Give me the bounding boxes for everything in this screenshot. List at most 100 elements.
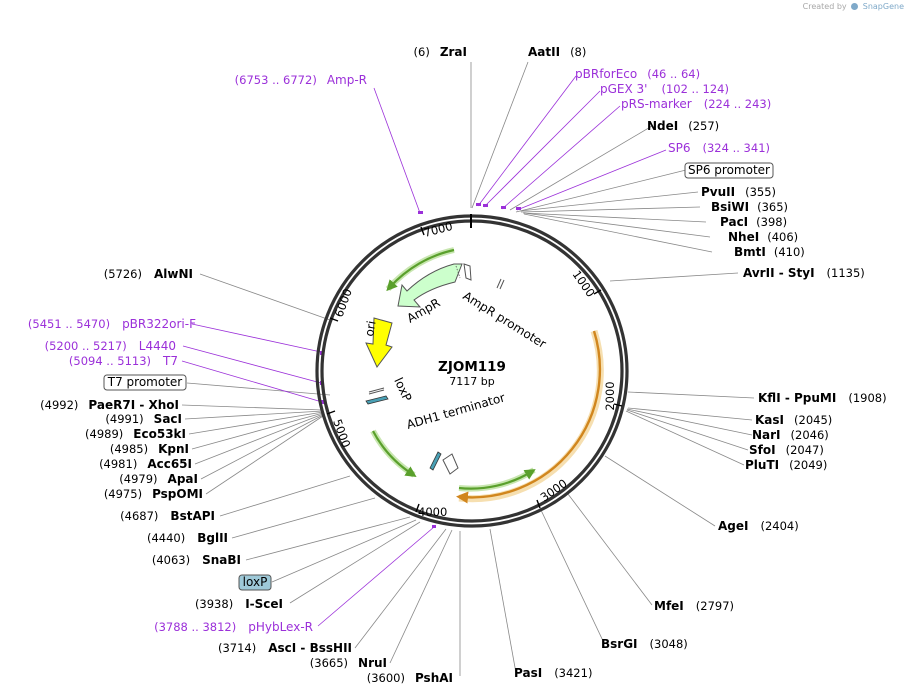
connector-alwni [199,273,331,321]
primer-mark-sp6 [516,207,521,210]
connector-sp6-promoter [515,169,687,213]
connector-loxp-box [271,519,417,583]
primer-pgex: pGEX 3'(102 .. 124) [600,82,729,96]
site-kasi: KasI(2045) [755,413,832,427]
loxp-mark-2 [368,389,385,395]
connector-bsiwi [520,206,701,213]
sp6-promoter-label: SP6 promoter [688,163,770,177]
primer-prs-marker: pRS-marker(224 .. 243) [621,97,771,111]
ori-arrow [365,317,393,368]
primer-mark-pgex [483,204,488,207]
connector-mfei [567,493,653,606]
connector-nrui [389,529,453,664]
primer-line-ampr [373,87,421,214]
connector-apai [200,414,324,480]
primer-phyblex: (3788 .. 3812)pHybLex-R [154,620,313,634]
ampr-promoter-mark-2 [499,279,505,290]
primer-line-phyblex [317,526,435,627]
site-labels-right: AatII(8) NdeI(257) PvuII(355) BsiWI(365)… [514,45,887,680]
connector-kfli [627,391,755,399]
connector-pspomi [205,415,324,495]
plasmid-name: ZJOM119 [438,359,506,375]
connector-pvuii [519,191,699,212]
primer-mark-t7 [321,400,324,404]
site-paer7i-xhoi: (4992)PaeR7I - XhoI [40,398,179,412]
connector-agei [604,455,716,527]
plasmid-length: 7117 bp [449,375,494,388]
site-ndei: NdeI(257) [647,119,719,133]
connector-nhei [523,212,711,238]
tick-marks [326,226,623,513]
connector-pluti [625,410,745,466]
primer-labels: (6753 .. 6772)Amp-R pBRforEco(46 .. 64) … [28,67,771,634]
site-labels-left: (6)ZraI (3600)PshAI (3665)NruI (3714)Asc… [40,45,467,685]
site-sfoi: SfoI(2047) [749,443,824,457]
primer-pbr322ori: (5451 .. 5470)pBR322ori-F [28,317,196,331]
primer-mark-pbrforeco [476,203,481,206]
primer-mark-phyblex [432,525,436,528]
connector-nari [626,408,753,436]
primer-pbrforeco: pBRforEco(46 .. 64) [575,67,700,81]
primer-line-t7 [181,360,323,403]
connector-iscei [289,521,421,604]
site-pspomi: (4975)PspOMI [104,487,203,501]
primer-line-prs [501,105,621,210]
connector-snabi [245,516,411,561]
credit-brand: SnapGene [862,2,904,11]
primer-line-pbr322 [191,323,322,353]
site-snabi: (4063)SnaBI [152,553,241,567]
connector-xhoi [181,404,324,411]
feature-label-ori: ori [362,320,378,338]
green-feature-arc-2 [372,430,417,478]
feature-label-loxp: loxP [391,375,414,403]
site-nari: NarI(2046) [752,428,829,442]
primer-line-pbrforeco [477,75,577,207]
ampr-promoter-mark-1 [496,278,502,289]
site-asci-bsshii: (3714)AscI - BssHII [218,641,352,655]
connector-t7-promoter [186,382,331,396]
connector-paci [522,212,707,223]
adh1-arrow [442,453,459,475]
connector-eco53ki [188,411,324,435]
ampr-arrow-detail [455,265,461,279]
connector-kpni [191,412,324,450]
site-pvuii: PvuII(355) [701,185,776,199]
green-feature-arc-3 [386,248,455,292]
site-kpni: (4985)KpnI [110,442,189,456]
t7-promoter-label: T7 promoter [107,375,183,389]
primer-sp6: SP6(324 .. 341) [668,141,770,155]
tick-label-5000: 5000 [330,417,353,449]
feature-label-ampr-promoter: AmpR promoter [460,289,548,351]
primer-t7: (5094 .. 5113)T7 [69,354,178,368]
loxp-box-label: loxP [243,575,268,589]
site-bstapi: (4687)BstAPI [120,509,215,523]
site-saci: (4991)SacI [105,412,182,426]
site-bsrgi: BsrGI(3048) [601,637,688,651]
snapgene-logo-icon [851,3,859,10]
loxp-feature-1 [365,395,389,405]
loxp-feature-2 [429,451,442,471]
t7-promoter-box: T7 promoter [103,374,187,391]
connector-bsrgi [539,507,605,644]
loxp-box: loxP [238,574,272,591]
tick-label-6000: 6000 [332,287,355,319]
connector-pasi [489,528,517,674]
site-pluti: PluTI(2049) [745,458,827,472]
tick-label-2000: 2000 [603,381,617,410]
connector-bmti [523,213,713,253]
connector-aatii [471,61,529,209]
ampr-arrow [397,263,463,308]
site-bmti: BmtI(410) [734,245,805,259]
site-iscei: (3938)I-SceI [195,597,283,611]
site-apai: (4979)ApaI [119,472,198,486]
site-zrai: (6)ZraI [414,45,467,59]
site-agei: AgeI(2404) [718,519,799,533]
connector-bstapi [219,475,351,517]
connector-acc65i [194,413,324,465]
site-aatii: AatII(8) [528,45,586,59]
primer-mark-ampr [418,211,423,214]
site-connectors [181,61,755,676]
connector-avrii [609,272,739,282]
site-bglii: (4440)BglII [147,531,228,545]
